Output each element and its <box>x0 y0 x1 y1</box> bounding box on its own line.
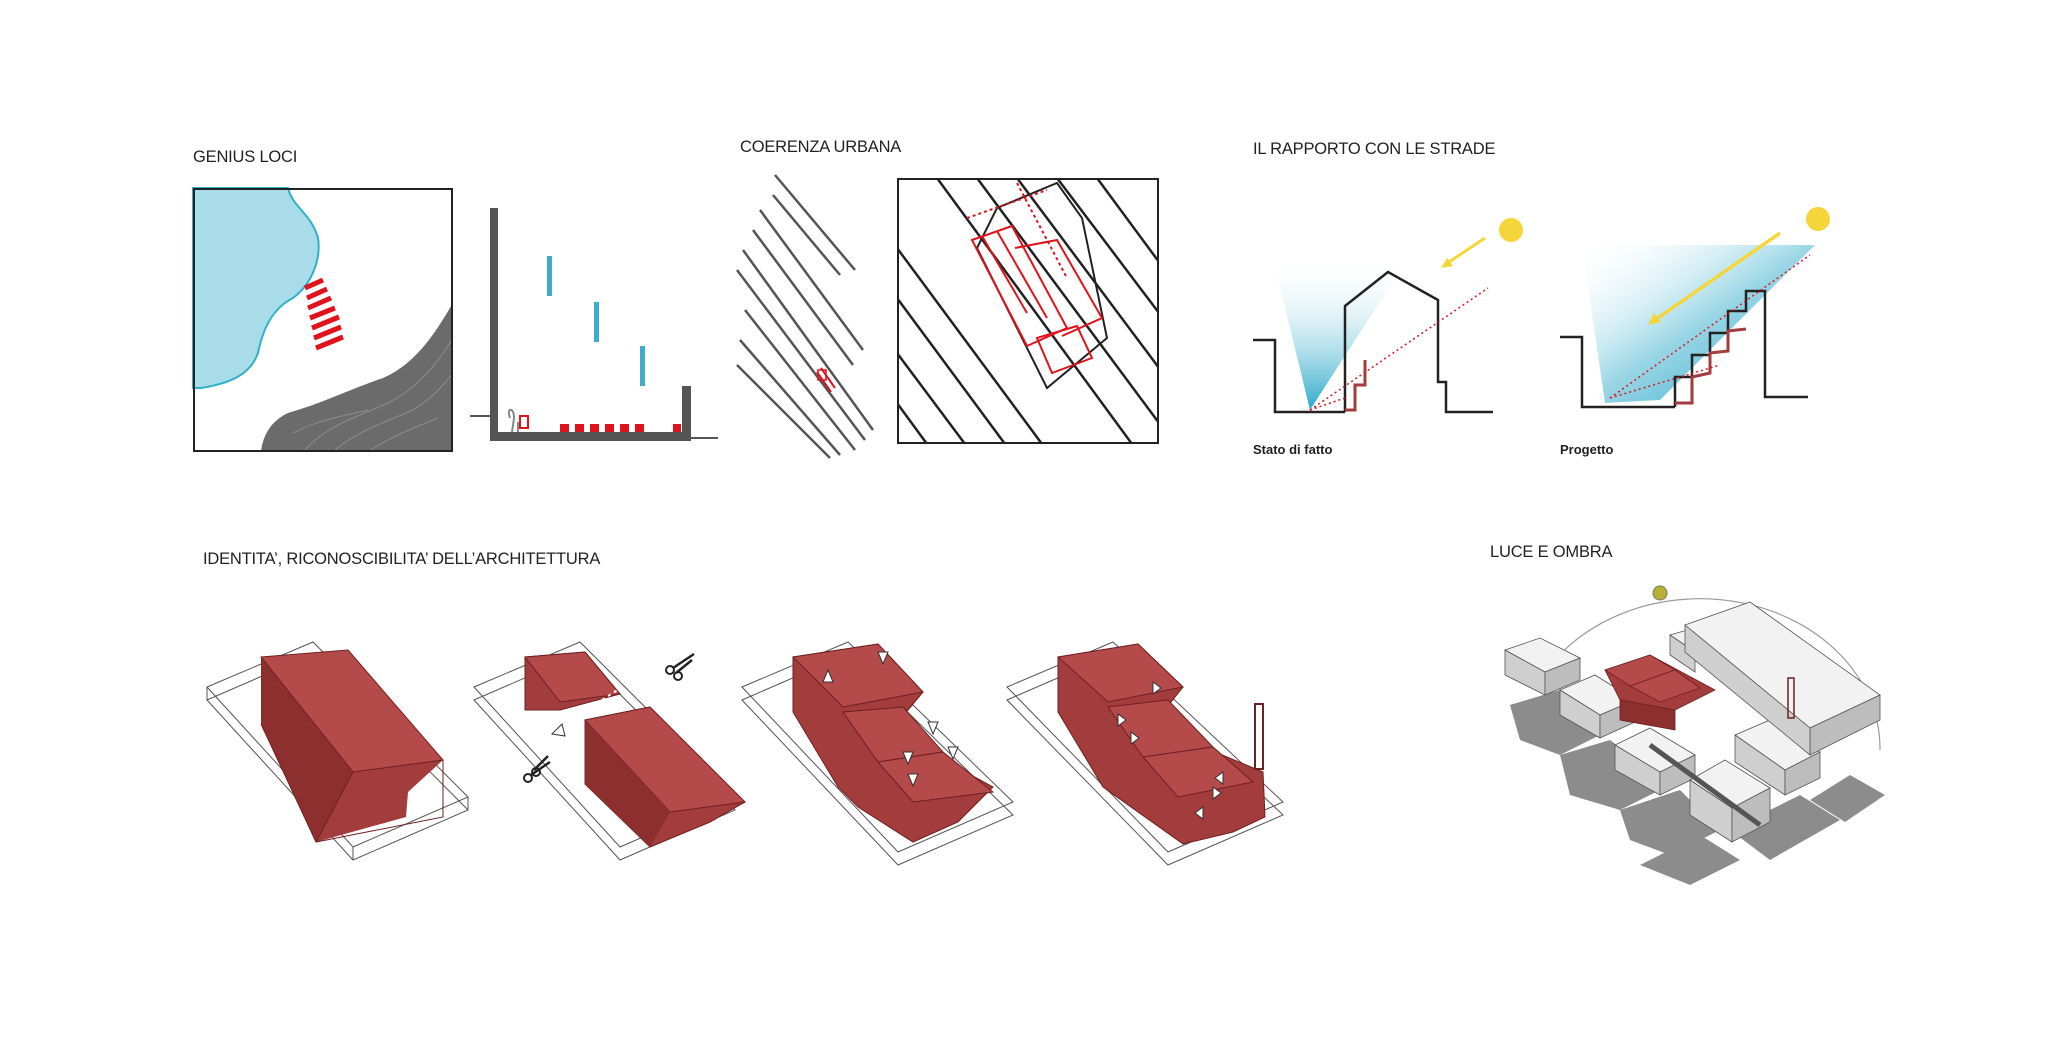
coerenza-plan <box>897 178 1159 444</box>
scissors-icon <box>665 652 695 681</box>
arrow-icon <box>927 721 939 736</box>
title-rapporto-strade: IL RAPPORTO CON LE STRADE <box>1253 140 1496 158</box>
arrow-icon <box>1152 681 1162 695</box>
arrow-icon <box>877 651 889 666</box>
arrow-icon <box>1130 731 1140 745</box>
caption-progetto: Progetto <box>1560 442 1614 457</box>
luce-ombra-model <box>1504 585 1885 885</box>
identita-step-4 <box>1006 641 1284 866</box>
title-genius-loci: GENIUS LOCI <box>193 148 298 166</box>
genius-loci-map <box>192 187 454 453</box>
identita-step-2 <box>473 641 747 861</box>
sun-icon <box>1499 218 1523 242</box>
coerenza-lines <box>736 174 875 459</box>
arrow-icon <box>1194 806 1204 820</box>
arrow-icon <box>947 746 959 761</box>
arrow-icon <box>902 751 914 766</box>
genius-loci-section <box>470 208 718 441</box>
scissors-icon <box>523 755 551 783</box>
sun-icon <box>1652 585 1668 601</box>
terrain-area <box>261 303 453 452</box>
arrow-icon <box>1212 786 1222 800</box>
title-luce-ombra: LUCE E OMBRA <box>1490 543 1613 561</box>
water-area <box>192 187 320 389</box>
title-identita: IDENTITA’, RICONOSCIBILITA’ DELL’ARCHITE… <box>203 550 601 568</box>
sun-icon <box>1806 207 1830 231</box>
contour-lines <box>292 337 454 453</box>
arrow-icon <box>907 773 919 788</box>
arrow-icon <box>550 723 566 737</box>
arrow-icon <box>1117 713 1127 727</box>
identita-step-1 <box>206 641 469 861</box>
progetto-diagram <box>1560 207 1830 409</box>
title-coerenza-urbana: COERENZA URBANA <box>740 138 902 156</box>
red-plan-volumes <box>966 182 1104 375</box>
red-building-strips <box>303 277 344 351</box>
arrow-icon <box>1214 771 1224 785</box>
arrow-icon <box>822 668 834 683</box>
caption-stato-di-fatto: Stato di fatto <box>1253 442 1333 457</box>
stato-di-fatto-diagram <box>1253 218 1523 414</box>
identita-step-3 <box>741 641 1014 866</box>
